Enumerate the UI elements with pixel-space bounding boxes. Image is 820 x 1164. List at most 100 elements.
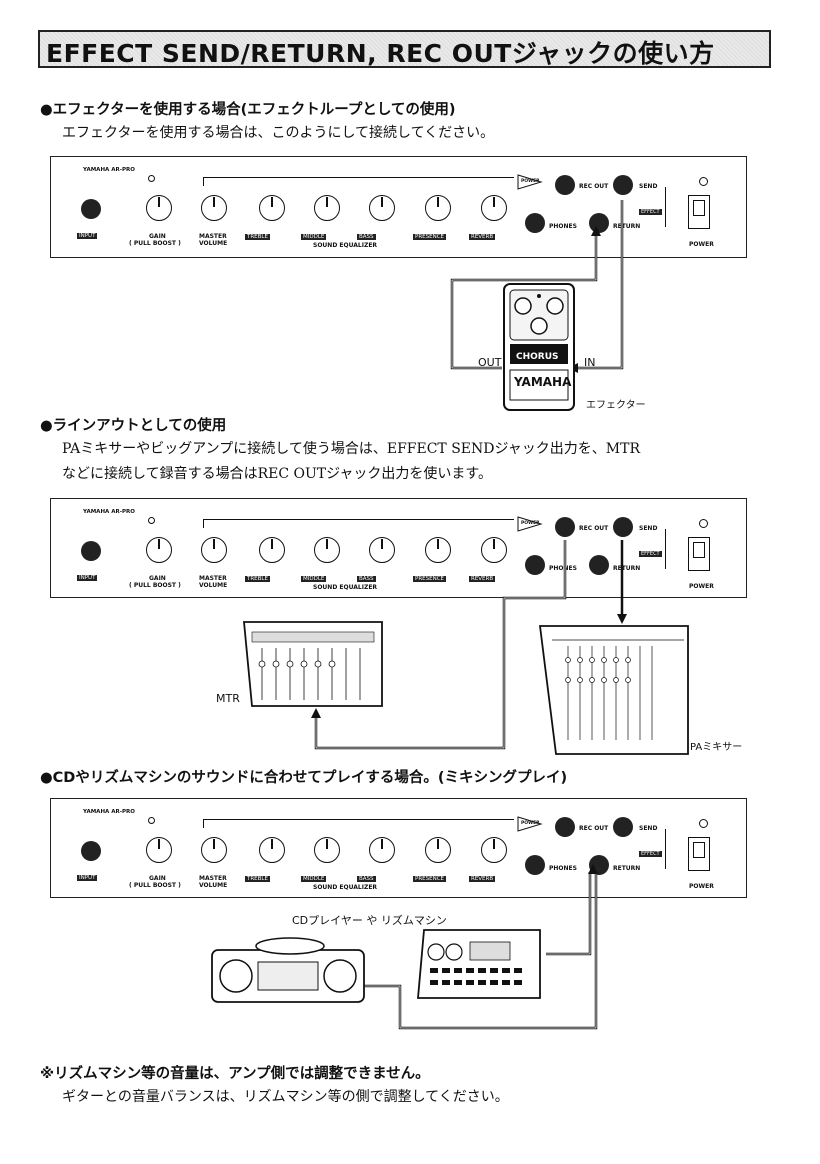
knob-2[interactable] <box>259 195 285 221</box>
power-lamp-icon <box>517 174 543 190</box>
knob-6[interactable] <box>481 837 507 863</box>
pull-boost-label: ( PULL BOOST ) <box>129 582 181 589</box>
knob-5[interactable] <box>425 837 451 863</box>
knob-4[interactable] <box>369 195 395 221</box>
power-label: POWER <box>689 583 714 590</box>
pa-mixer-label: PAミキサー <box>690 742 743 753</box>
phones-jack[interactable] <box>525 555 545 575</box>
eq-knob-label-4: REVERB <box>469 234 496 240</box>
note-line-1: ※リズムマシン等の音量は、アンプ側では調整できません。 <box>40 1066 430 1082</box>
phones-jack[interactable] <box>525 855 545 875</box>
master-label: MASTER <box>199 233 227 240</box>
panel-brand: YAMAHA AR-PRO <box>83 509 135 515</box>
return-jack[interactable] <box>589 555 609 575</box>
knob-1[interactable] <box>201 537 227 563</box>
eq-knob-label-1: MIDDLE <box>301 576 327 582</box>
phones-label: PHONES <box>549 865 577 872</box>
knob-6[interactable] <box>481 195 507 221</box>
master-label: MASTER <box>199 875 227 882</box>
effect-label: EFFECT <box>639 209 662 215</box>
send-label: SEND <box>639 525 658 532</box>
eq-knob-label-4: REVERB <box>469 576 496 582</box>
in-label: IN <box>584 356 596 369</box>
knob-5[interactable] <box>425 195 451 221</box>
rhythm-cable <box>546 872 592 956</box>
section3-heading: ●CDやリズムマシンのサウンドに合わせてプレイする場合。(ミキシングプレイ) <box>40 770 568 786</box>
knob-0[interactable] <box>146 195 172 221</box>
gain-label: GAIN <box>149 575 166 582</box>
knob-3[interactable] <box>314 537 340 563</box>
phones-jack[interactable] <box>525 213 545 233</box>
input-label: INPUT <box>77 875 98 881</box>
rec-out-jack[interactable] <box>555 175 575 195</box>
send-jack[interactable] <box>613 517 633 537</box>
eq-knob-label-3: PRESENCE <box>413 876 447 882</box>
input-jack[interactable] <box>81 541 101 561</box>
pa-mixer <box>538 625 689 755</box>
knob-0[interactable] <box>146 537 172 563</box>
knob-3[interactable] <box>314 195 340 221</box>
effect-bracket <box>659 529 666 569</box>
chorus-pedal <box>503 283 575 411</box>
return-jack[interactable] <box>589 213 609 233</box>
phones-label: PHONES <box>549 223 577 230</box>
knob-2[interactable] <box>259 537 285 563</box>
section2-text-2: などに接続して録音する場合はREC OUTジャック出力を使います。 <box>62 466 493 482</box>
power-switch[interactable] <box>688 837 710 871</box>
mtr-device <box>243 621 383 707</box>
power-switch[interactable] <box>688 195 710 229</box>
volume-label: VOLUME <box>199 882 228 889</box>
return-label: RETURN <box>613 565 641 572</box>
knob-4[interactable] <box>369 837 395 863</box>
eq-knob-label-4: REVERB <box>469 876 496 882</box>
power-label: POWER <box>689 883 714 890</box>
send-jack[interactable] <box>613 175 633 195</box>
panel-brand: YAMAHA AR-PRO <box>83 809 135 815</box>
knob-1[interactable] <box>201 195 227 221</box>
note-line-2: ギターとの音量バランスは、リズムマシン等の側で調整してください。 <box>62 1089 509 1105</box>
pedal-model-label: CHORUS <box>516 352 559 362</box>
page-title: EFFECT SEND/RETURN, REC OUTジャックの使い方 <box>46 39 715 68</box>
knob-0[interactable] <box>146 837 172 863</box>
devices-label: CDプレイヤー や リズムマシン <box>292 914 447 927</box>
power-led <box>699 519 708 528</box>
power-lamp-label: POWER <box>521 521 540 526</box>
knob-6[interactable] <box>481 537 507 563</box>
input-label: INPUT <box>77 575 98 581</box>
effect-label: EFFECT <box>639 551 662 557</box>
knob-4[interactable] <box>369 537 395 563</box>
power-label: POWER <box>689 241 714 248</box>
eq-knob-label-3: PRESENCE <box>413 234 447 240</box>
knob-3[interactable] <box>314 837 340 863</box>
return-label: RETURN <box>613 865 641 872</box>
knob-1[interactable] <box>201 837 227 863</box>
rec-out-jack[interactable] <box>555 517 575 537</box>
section2-heading: ●ラインアウトとしての使用 <box>40 418 227 434</box>
power-switch[interactable] <box>688 537 710 571</box>
knob-2[interactable] <box>259 837 285 863</box>
input-jack[interactable] <box>81 199 101 219</box>
pedal-brand-label: YAMAHA <box>514 375 572 389</box>
rec-out-jack[interactable] <box>555 817 575 837</box>
cd-player <box>211 937 365 1003</box>
section1-heading: ●エフェクターを使用する場合(エフェクトループとしての使用) <box>40 102 456 118</box>
power-lamp-icon <box>517 516 543 532</box>
volume-label: VOLUME <box>199 240 228 247</box>
eq-knob-label-0: TREBLE <box>245 876 270 882</box>
effect-bracket <box>659 187 666 227</box>
rhythm-machine <box>417 929 541 999</box>
knob-5[interactable] <box>425 537 451 563</box>
send-jack[interactable] <box>613 817 633 837</box>
eq-bracket <box>203 819 514 828</box>
eq-knob-label-3: PRESENCE <box>413 576 447 582</box>
input-jack[interactable] <box>81 841 101 861</box>
power-led <box>699 177 708 186</box>
effect-label: EFFECT <box>639 851 662 857</box>
eq-knob-label-2: BASS <box>357 234 376 240</box>
power-led <box>699 819 708 828</box>
gain-label: GAIN <box>149 233 166 240</box>
return-label: RETURN <box>613 223 641 230</box>
